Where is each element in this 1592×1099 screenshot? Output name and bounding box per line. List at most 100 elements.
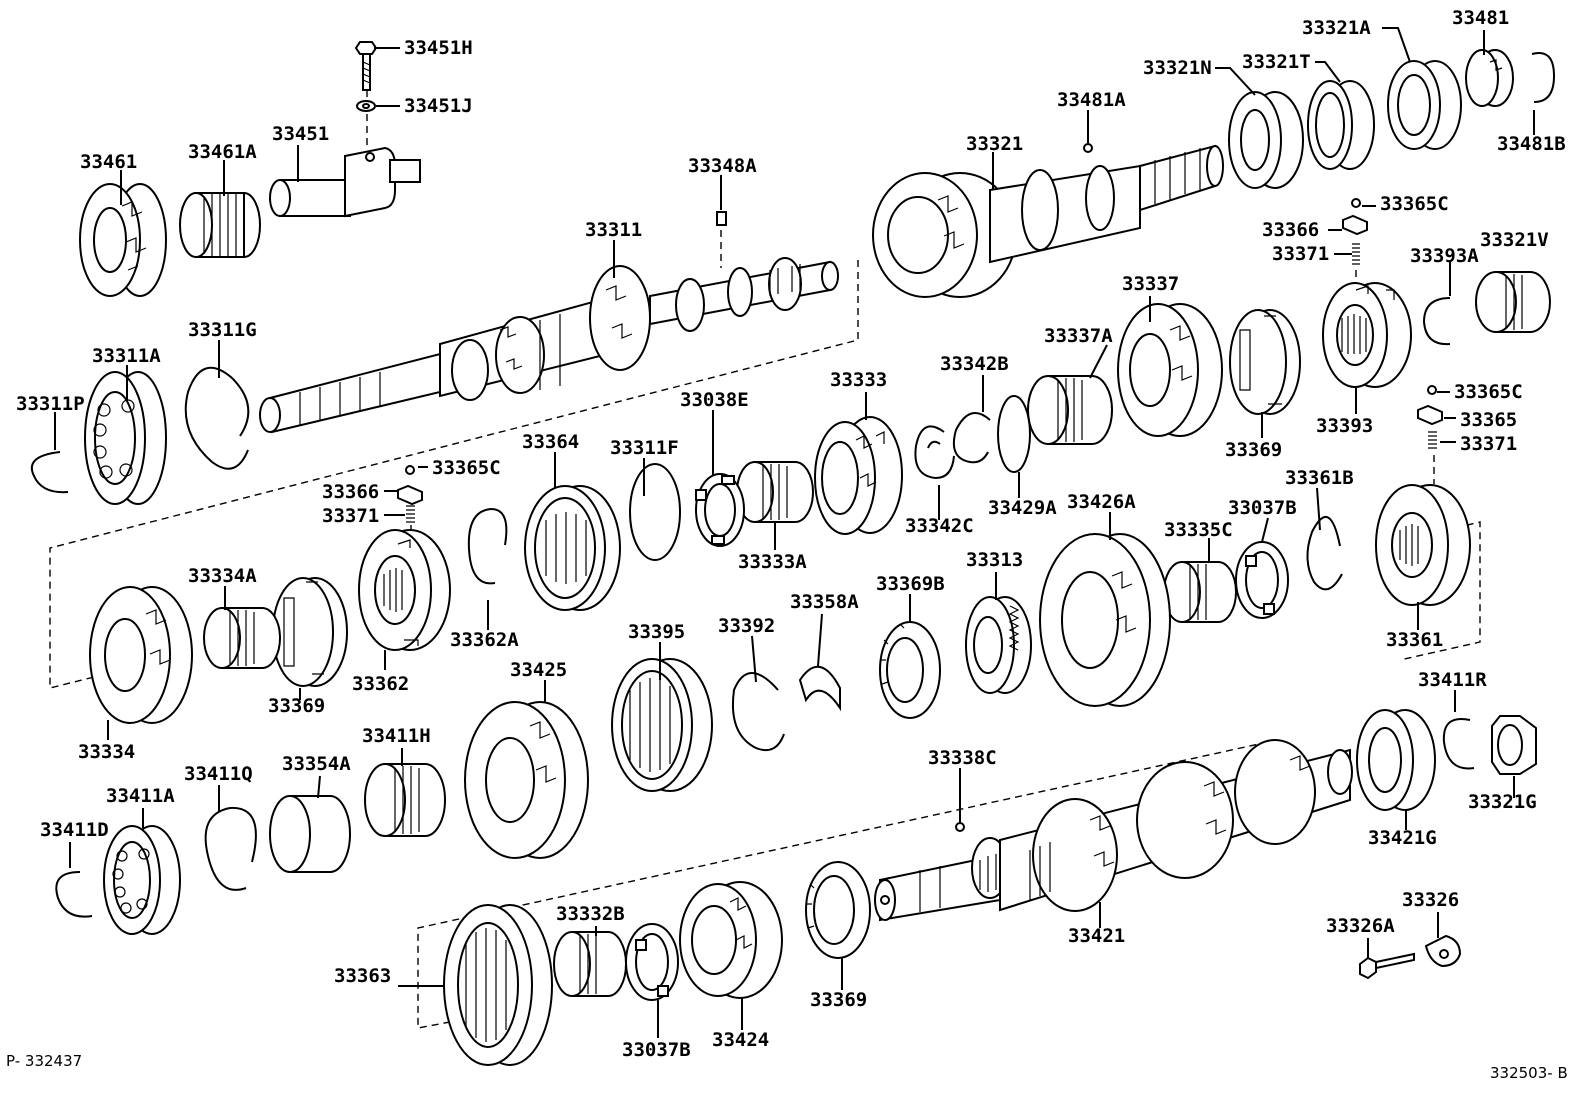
label-33333A: 33333A	[738, 551, 807, 573]
gear-33363	[443, 904, 553, 1066]
label-33365C-right: 33365C	[1454, 381, 1523, 403]
spring-33371-left	[406, 505, 415, 523]
synchro-ring-33038E	[695, 473, 745, 547]
label-33311: 33311	[585, 219, 642, 241]
label-33369-upper: 33369	[1225, 439, 1282, 461]
ball-33481A	[1083, 143, 1093, 153]
label-33411D: 33411D	[40, 819, 109, 841]
ball-bearing-33311A	[84, 371, 167, 505]
gear-33424	[679, 881, 783, 999]
snap-ring-33411D	[55, 871, 93, 918]
snap-ring-33481B	[1531, 52, 1556, 103]
ball-33338C	[955, 822, 965, 832]
label-33321V: 33321V	[1480, 229, 1549, 251]
counter-shaft-33421	[874, 739, 1353, 922]
shift-fork-33358A	[798, 665, 841, 712]
label-33362: 33362	[352, 673, 409, 695]
label-33451H: 33451H	[404, 37, 473, 59]
label-33338C: 33338C	[928, 747, 997, 769]
ring-33429A	[997, 395, 1031, 473]
label-33392: 33392	[718, 615, 775, 637]
key-33366-top	[1342, 214, 1368, 236]
snap-ring-33393A	[1422, 297, 1451, 346]
gear-33426A	[1039, 533, 1171, 707]
snap-ring-33411R	[1442, 718, 1475, 770]
label-33481B: 33481B	[1497, 133, 1566, 155]
snap-ring-33362A	[467, 507, 508, 585]
label-33421G: 33421G	[1368, 827, 1437, 849]
label-33354A: 33354A	[282, 753, 351, 775]
label-33332B: 33332B	[556, 903, 625, 925]
needle-bearing-33411H	[364, 763, 446, 837]
snap-ring-33311P	[30, 451, 69, 494]
label-33461: 33461	[80, 151, 137, 173]
bearing-33461	[79, 183, 167, 297]
gear-33337	[1117, 303, 1223, 437]
synchronizer-hub-33393	[1322, 282, 1412, 388]
label-33333: 33333	[830, 369, 887, 391]
snap-ring-33392	[732, 672, 785, 752]
label-33321T: 33321T	[1242, 51, 1311, 73]
snap-ring-33361B	[1306, 516, 1343, 591]
label-33481: 33481	[1452, 7, 1509, 29]
label-33365C-top: 33365C	[1380, 193, 1449, 215]
label-33369B: 33369B	[876, 573, 945, 595]
label-33361B: 33361B	[1285, 467, 1354, 489]
label-33337A: 33337A	[1044, 325, 1113, 347]
label-33411A: 33411A	[106, 785, 175, 807]
label-33369-left: 33369	[268, 695, 325, 717]
label-33311P: 33311P	[16, 393, 85, 415]
ball-33365C-right	[1427, 385, 1437, 395]
label-33326A: 33326A	[1326, 915, 1395, 937]
label-33362A: 33362A	[450, 629, 519, 651]
input-shaft-33311	[259, 257, 839, 434]
needle-bearing-33321V	[1475, 271, 1551, 333]
bushing-33354A	[269, 795, 351, 873]
label-33369-lower: 33369	[810, 989, 867, 1011]
label-33321A: 33321A	[1302, 17, 1371, 39]
nut-33321G	[1491, 715, 1537, 775]
label-33395: 33395	[628, 621, 685, 643]
label-33348A: 33348A	[688, 155, 757, 177]
synchro-ring-33037B-bottom	[625, 923, 679, 1001]
ball-33365C-top	[1351, 198, 1361, 208]
bearing-33321N	[1228, 91, 1304, 189]
label-33364: 33364	[522, 431, 579, 453]
label-33425: 33425	[510, 659, 567, 681]
label-33363: 33363	[334, 965, 391, 987]
label-33342C: 33342C	[905, 515, 974, 537]
label-33366-top: 33366	[1262, 219, 1319, 241]
synchronizer-33361	[1375, 484, 1471, 606]
label-33321: 33321	[966, 133, 1023, 155]
label-33393: 33393	[1316, 415, 1373, 437]
label-33371-right: 33371	[1460, 433, 1517, 455]
label-33334: 33334	[78, 741, 135, 763]
spring-33371-top	[1352, 243, 1360, 265]
sleeve-33395	[611, 658, 713, 792]
label-33424: 33424	[712, 1029, 769, 1051]
plate-33326	[1424, 934, 1462, 968]
label-33311A: 33311A	[92, 345, 161, 367]
label-33421: 33421	[1068, 925, 1125, 947]
leader-lines	[54, 27, 1535, 1038]
snap-ring-33411Q	[204, 806, 257, 891]
label-33335C: 33335C	[1164, 519, 1233, 541]
label-33366-left: 33366	[322, 481, 379, 503]
plug-33348A	[716, 211, 727, 226]
label-33371-top: 33371	[1272, 243, 1329, 265]
label-33429A: 33429A	[988, 497, 1057, 519]
synchronizer-33362	[358, 529, 451, 651]
gear-33334	[89, 586, 193, 724]
reference-number-left: P- 332437	[6, 1052, 82, 1070]
needle-bearing-33335C	[1163, 561, 1237, 623]
needle-bearing-33332B	[553, 931, 627, 997]
gear-33425	[464, 701, 589, 859]
snap-ring-33342C	[914, 425, 955, 480]
spring-33371-right	[1428, 431, 1437, 449]
output-shaft-33321	[872, 144, 1224, 298]
synchro-ring-33369-bottom	[805, 861, 871, 959]
needle-bearing-33334A	[203, 607, 281, 669]
label-33426A: 33426A	[1067, 491, 1136, 513]
label-33411H: 33411H	[362, 725, 431, 747]
